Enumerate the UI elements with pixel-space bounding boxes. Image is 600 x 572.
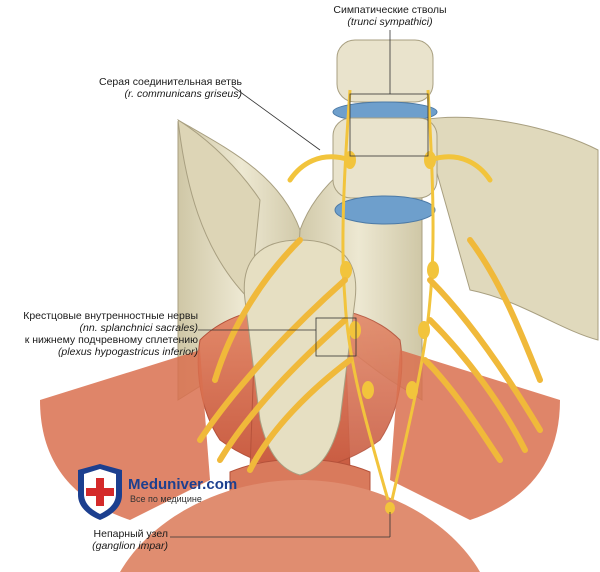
watermark-title: Meduniver.com (128, 476, 238, 493)
label-sacral-splanchnic-lat: (nn. splanchnici sacrales) (79, 322, 198, 334)
label-sympathetic-trunks-ru: Симпатические стволы (333, 4, 447, 16)
ganglion-l2 (340, 261, 352, 279)
left-ala (2, 117, 178, 340)
label-gray-ramus-ru: Серая соединительная ветвь (98, 76, 242, 88)
ganglion-l3 (349, 321, 361, 339)
label-sacral-splanchnic-ru: Крестцовые внутренностные нервы (23, 310, 198, 322)
label-ganglion-impar-ru: Непарный узел (93, 528, 168, 540)
vertebra-l4 (336, 39, 434, 103)
ganglion-r2 (427, 261, 439, 279)
left-sacral-nerves (197, 237, 353, 473)
label-ganglion-impar: Непарный узел (ganglion impar) (60, 528, 168, 552)
ganglion-r4 (406, 381, 418, 399)
label-gray-ramus: Серая соединительная ветвь (r. communica… (72, 76, 242, 100)
ganglion-l4 (362, 381, 374, 399)
lower-left-muscle (120, 480, 300, 572)
label-sacral-splanchnic-lat2: (plexus hypogastricus inferior) (57, 346, 198, 358)
label-sympathetic-trunks-lat: (trunci sympathici) (347, 16, 433, 28)
cross-horizontal (86, 488, 114, 496)
label-sacral-splanchnic-ru2: к нижнему подчревному сплетению (24, 334, 198, 346)
right-sacral-nerves (422, 237, 543, 463)
label-ganglion-impar-lat: (ganglion impar) (92, 540, 168, 552)
disc-l5-s1 (334, 195, 436, 225)
trunks-highlight-box (349, 93, 429, 157)
leader-gray-ramus (231, 85, 321, 151)
label-gray-ramus-lat: (r. communicans griseus) (124, 88, 242, 100)
watermark-subtitle: Все по медицине (130, 494, 202, 504)
ganglion-impar (385, 502, 395, 514)
splanchnic-highlight-box (315, 317, 357, 357)
gray-rami (287, 154, 493, 183)
ganglion-r3 (418, 321, 430, 339)
label-sympathetic-trunks: Симпатические стволы (trunci sympathici) (325, 4, 455, 28)
label-sacral-splanchnic: Крестцовые внутренностные нервы (nn. spl… (2, 310, 198, 358)
